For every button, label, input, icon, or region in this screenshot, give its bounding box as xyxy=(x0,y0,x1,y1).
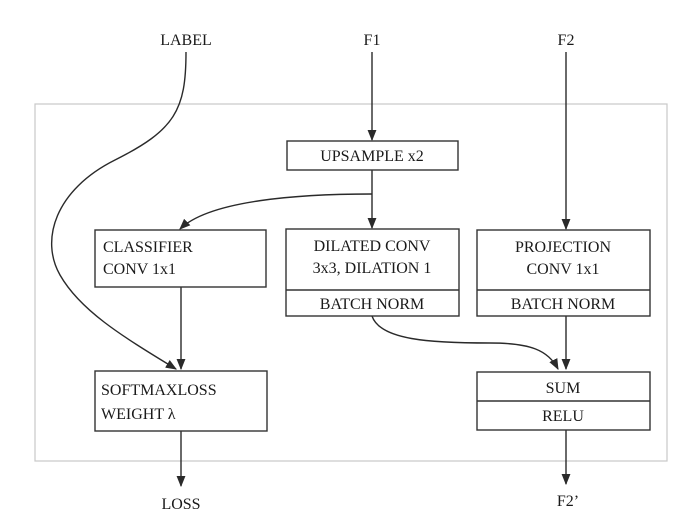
f1-input-text: F1 xyxy=(364,32,381,49)
projection-label-line1: PROJECTION xyxy=(515,239,611,256)
classifier-label-line2: CONV 1x1 xyxy=(103,261,176,278)
label-to-softmax-arrow xyxy=(51,51,187,370)
projection-block: PROJECTION CONV 1x1 BATCH NORM xyxy=(476,229,651,317)
softmax-label-line2: WEIGHT λ xyxy=(101,406,176,423)
sum-relu-block: SUM RELU xyxy=(476,371,651,431)
relu-label: RELU xyxy=(542,408,584,425)
projection-label-line2: CONV 1x1 xyxy=(526,261,599,278)
classifier-label-line1: CLASSIFIER xyxy=(103,239,193,256)
sum-label: SUM xyxy=(546,380,581,397)
loss-output-text: LOSS xyxy=(161,496,200,513)
classifier-block: CLASSIFIER CONV 1x1 xyxy=(94,229,267,288)
upsample-label: UPSAMPLE x2 xyxy=(320,148,424,165)
upsample-to-classifier-arrow xyxy=(179,193,373,230)
label-input-text: LABEL xyxy=(160,32,212,49)
dilated-to-sum-arrow xyxy=(371,315,559,370)
softmaxloss-block: SOFTMAXLOSS WEIGHT λ xyxy=(94,370,268,432)
projection-batchnorm-label: BATCH NORM xyxy=(511,296,615,313)
f2-prime-output-text: F2’ xyxy=(557,493,579,510)
dilated-batchnorm-label: BATCH NORM xyxy=(320,296,424,313)
softmax-label-line1: SOFTMAXLOSS xyxy=(101,382,217,399)
f2-input-text: F2 xyxy=(558,32,575,49)
upsample-block: UPSAMPLE x2 xyxy=(286,140,459,171)
dilated-conv-block: DILATED CONV 3x3, DILATION 1 BATCH NORM xyxy=(285,228,460,317)
dilated-label-line2: 3x3, DILATION 1 xyxy=(313,260,432,277)
module-frame xyxy=(34,103,668,462)
dilated-label-line1: DILATED CONV xyxy=(314,238,431,255)
